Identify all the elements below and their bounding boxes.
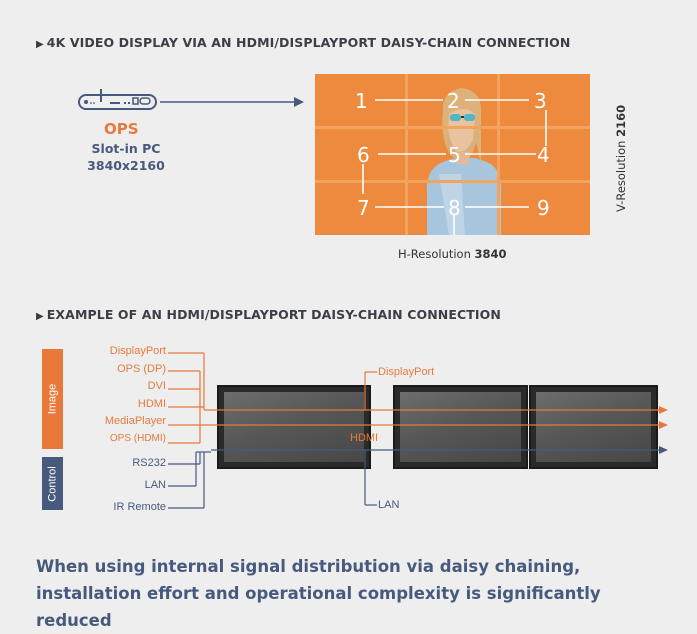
input-label-ops-hdmi: OPS (HDMI) <box>109 432 166 444</box>
section1-heading: ▶4K VIDEO DISPLAY VIA AN HDMI/DISPLAYPOR… <box>36 35 571 50</box>
ops-subtitle: Slot-in PC 3840x2160 <box>76 140 176 174</box>
triangle-bullet-icon: ▶ <box>36 39 44 50</box>
tile-number-2: 2 <box>447 89 460 113</box>
tile-number-1: 1 <box>355 89 368 113</box>
image-category-box: Image <box>42 349 63 449</box>
ops-title: OPS <box>104 120 139 138</box>
input-label-hdmi: HDMI <box>137 397 166 410</box>
tile-number-5: 5 <box>448 143 461 167</box>
tile-number-8: 8 <box>448 196 461 220</box>
input-label-dvi: DVI <box>147 380 166 393</box>
control-inputs-list: RS232 LAN IR Remote <box>70 457 166 523</box>
ops-device-icon <box>78 89 304 110</box>
tile-number-9: 9 <box>537 196 550 220</box>
ops-slot-in-label: Slot-in PC <box>91 141 161 156</box>
link-label-lan: LAN <box>378 499 400 511</box>
image-inputs-list: DisplayPort OPS (DP) DVI HDMI MediaPlaye… <box>70 345 166 451</box>
triangle-bullet-icon: ▶ <box>36 311 44 322</box>
control-category-box: Control <box>42 457 63 510</box>
link-label-hdmi: HDMI <box>350 432 379 444</box>
tile-number-6: 6 <box>357 143 370 167</box>
video-wall: 1 2 3 4 5 6 7 8 9 <box>315 74 590 235</box>
tile-number-4: 4 <box>537 143 550 167</box>
input-label-mediaplayer: MediaPlayer <box>104 415 166 428</box>
input-label-ops-dp: OPS (DP) <box>117 362 166 375</box>
input-label-rs232: RS232 <box>132 457 166 469</box>
video-wall-image <box>315 74 590 235</box>
ops-resolution-label: 3840x2160 <box>87 158 165 173</box>
tile-number-3: 3 <box>534 89 547 113</box>
link-label-displayport: DisplayPort <box>378 366 435 378</box>
section2-heading: ▶EXAMPLE OF AN HDMI/DISPLAYPORT DAISY-CH… <box>36 307 501 322</box>
footer-statement: When using internal signal distribution … <box>36 557 601 630</box>
tile-number-7: 7 <box>357 196 370 220</box>
input-label-displayport: DisplayPort <box>109 345 166 357</box>
h-resolution-label: H-Resolution 3840 <box>398 247 507 261</box>
input-label-lan: LAN <box>144 479 166 491</box>
input-label-ir-remote: IR Remote <box>113 501 166 513</box>
